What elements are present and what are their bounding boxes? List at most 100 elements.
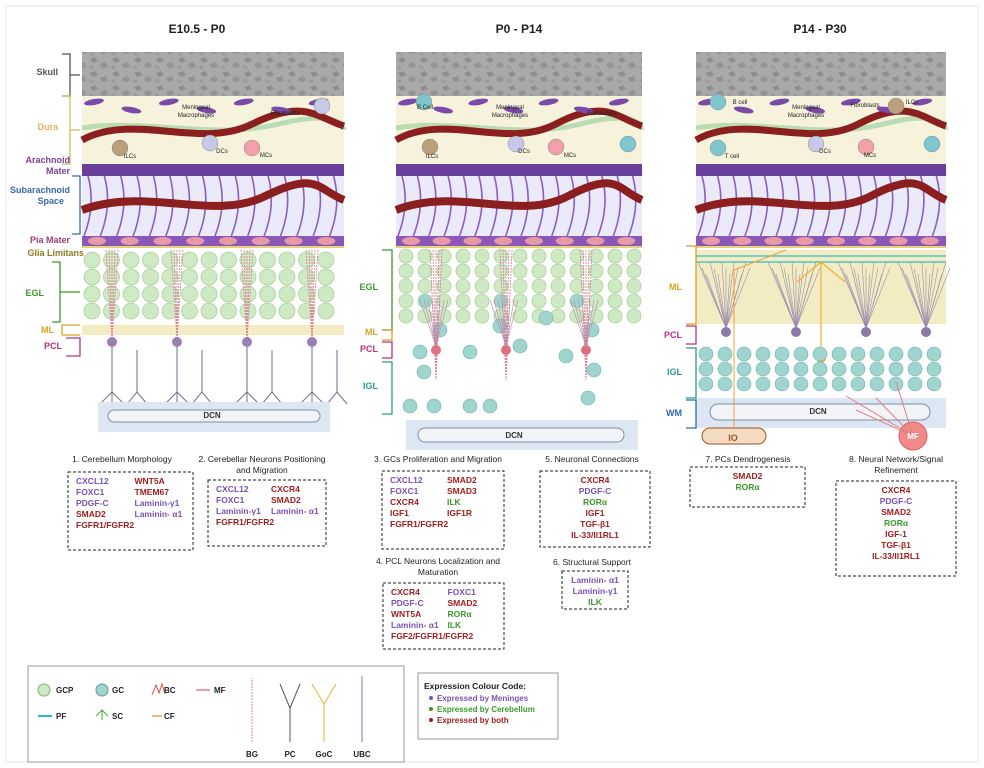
gc-cell bbox=[538, 310, 554, 326]
gene-label: IL-33/Il1RL1 bbox=[571, 530, 619, 540]
label-b-cell-2: B Cell bbox=[417, 105, 433, 111]
gc-swatch bbox=[95, 683, 109, 697]
panel-2 bbox=[394, 52, 645, 450]
box-title: 8. Neural Network/Signal bbox=[849, 454, 943, 464]
gcp-cell bbox=[122, 285, 140, 303]
gc-cell bbox=[462, 344, 478, 360]
label-egl-2: EGL bbox=[359, 282, 378, 292]
purkinje-dendrite bbox=[925, 261, 947, 329]
subarachnoid-vessel bbox=[80, 179, 346, 214]
bracket-pcl-1 bbox=[66, 337, 81, 357]
gcp-cell bbox=[607, 293, 623, 309]
gcp-cell bbox=[200, 268, 218, 286]
label-dura: Dura bbox=[37, 122, 58, 132]
purkinje-dendrite bbox=[865, 261, 875, 329]
gc-cell bbox=[717, 346, 733, 362]
gene-label: SMAD2 bbox=[447, 475, 477, 485]
skull-layer bbox=[82, 52, 344, 96]
gcp-cell bbox=[103, 251, 120, 269]
gc-cell bbox=[907, 346, 923, 362]
purkinje-dendrite bbox=[787, 273, 797, 329]
gcp-cell bbox=[588, 248, 604, 264]
label-meningeal-macrophages-2b: Macrophages bbox=[492, 113, 528, 119]
label-dcs-1: DCs bbox=[216, 149, 228, 155]
fibroblast bbox=[538, 98, 559, 106]
gc-cell bbox=[831, 361, 847, 377]
purkinje-dendrite bbox=[725, 267, 751, 329]
box-title: 5. Neuronal Connections bbox=[545, 454, 639, 464]
label-pcl-2: PCL bbox=[360, 344, 379, 354]
purkinje-dendrite bbox=[925, 261, 935, 329]
label-meningeal-macrophages-1b: Macrophages bbox=[178, 113, 214, 119]
bergmann-glia-fiber bbox=[432, 249, 437, 381]
gene-label: Laminin- α1 bbox=[391, 620, 439, 630]
gc-cell bbox=[755, 361, 771, 377]
gc-cell bbox=[512, 338, 528, 354]
immune-cell bbox=[201, 134, 219, 152]
fibroblast bbox=[468, 98, 489, 106]
box-frame bbox=[381, 470, 505, 550]
pia-cell bbox=[284, 237, 303, 245]
purkinje-dendrite bbox=[505, 299, 511, 347]
expression-boxes: 1. Cerebellum MorphologyCXCL12FOXC1PDGF-… bbox=[67, 454, 957, 650]
gc-cell bbox=[774, 376, 790, 392]
golgi-cell-icon: GoC bbox=[311, 683, 337, 759]
gcp-cell bbox=[512, 278, 528, 294]
bergmann-glia-fiber bbox=[108, 249, 113, 341]
purkinje-dendrite bbox=[925, 273, 931, 329]
gcp-cell bbox=[122, 302, 140, 320]
panels-group bbox=[80, 52, 951, 451]
subarachnoid-vessel bbox=[394, 179, 644, 214]
gcp-cell bbox=[200, 302, 218, 320]
purkinje-dendrite bbox=[725, 261, 735, 329]
bergmann-glia-fiber bbox=[243, 249, 248, 341]
box-frame bbox=[382, 582, 505, 650]
fibroblast bbox=[84, 98, 104, 106]
box-frame bbox=[835, 480, 957, 577]
gc-cell bbox=[926, 361, 942, 377]
bergmann-glia-fiber bbox=[176, 249, 181, 341]
gcp-cell bbox=[181, 302, 198, 320]
pia-cell bbox=[889, 237, 908, 245]
purkinje-dendrite bbox=[783, 267, 797, 329]
purkinje-cell-icon: PC bbox=[279, 683, 301, 759]
gcp-cell bbox=[142, 268, 159, 286]
gcp-swatch bbox=[37, 683, 51, 697]
gc-cell bbox=[755, 346, 771, 362]
legend-label: CF bbox=[164, 712, 175, 721]
panel-3 bbox=[694, 52, 951, 451]
pia-cell bbox=[617, 237, 636, 245]
bergmann-glia-fiber bbox=[435, 249, 440, 381]
label-pcl-1: PCL bbox=[44, 341, 63, 351]
immune-cell bbox=[507, 135, 525, 153]
box-title: 1. Cerebellum Morphology bbox=[72, 454, 172, 464]
trabecula bbox=[627, 175, 637, 237]
purkinje-dendrite bbox=[581, 299, 587, 347]
gene-label: Laminin- α1 bbox=[135, 509, 183, 519]
expression-box-8: 8. Neural Network/SignalRefinementCXCR4P… bbox=[835, 454, 957, 577]
trabecula bbox=[853, 175, 863, 237]
label-subarachnoid-2: Space bbox=[37, 196, 64, 206]
pia-cell bbox=[219, 237, 237, 245]
gcp-cell bbox=[550, 248, 566, 264]
label-dcn-2: DCN bbox=[505, 431, 523, 440]
purkinje-soma bbox=[501, 345, 511, 355]
purkinje-dendrite bbox=[853, 267, 867, 329]
pia-cell bbox=[764, 237, 783, 245]
label-subarachnoid-1: Subarachnoid bbox=[10, 185, 70, 195]
gene-label: SMAD3 bbox=[447, 486, 477, 496]
label-io: IO bbox=[728, 433, 738, 443]
label-dcn-3: DCN bbox=[809, 407, 827, 416]
gene-label: CXCL12 bbox=[76, 476, 109, 486]
purkinje-dendrite bbox=[865, 261, 887, 329]
gcp-cell bbox=[607, 278, 623, 294]
gc-cell bbox=[907, 361, 923, 377]
gene-label: RORα bbox=[583, 497, 608, 507]
gcp-cell bbox=[531, 263, 547, 279]
purkinje-dendrite bbox=[795, 261, 805, 329]
bracket-igl-2 bbox=[382, 361, 393, 415]
legend-label: SC bbox=[112, 712, 123, 721]
panel-1 bbox=[80, 52, 348, 432]
gc-cell bbox=[462, 398, 478, 414]
pia-cell bbox=[463, 237, 482, 245]
